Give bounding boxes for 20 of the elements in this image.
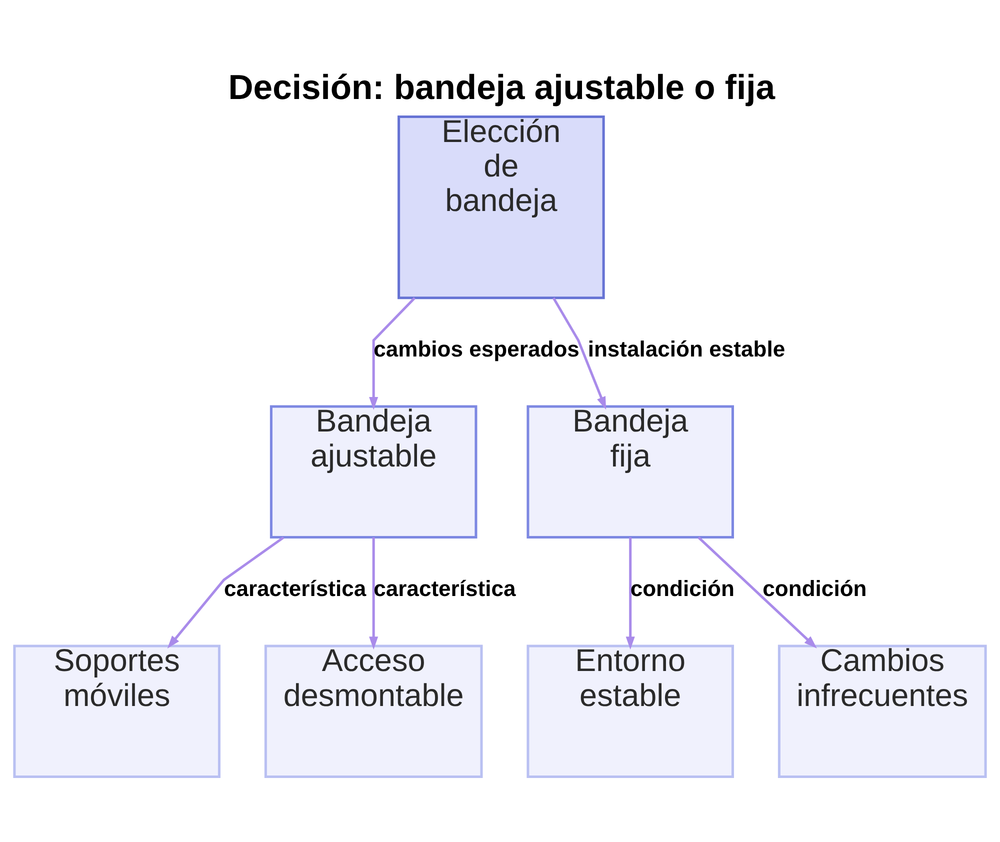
node-box: Bandeja fija: [526, 404, 734, 538]
edge-label: condición: [630, 575, 734, 600]
node-box: Cambios infrecuentes: [778, 644, 987, 778]
edge-label: instalación estable: [588, 336, 786, 361]
node-box: Acceso desmontable: [264, 644, 483, 778]
node-box: Entorno estable: [526, 644, 734, 778]
arrow: [167, 536, 284, 648]
edge-label: característica: [224, 575, 366, 600]
edge-label: cambios esperados: [374, 336, 580, 361]
arrow: [626, 536, 635, 650]
arrow: [369, 296, 416, 410]
node-box: Soportes móviles: [13, 644, 220, 778]
arrow: [698, 536, 817, 648]
arrow: [552, 296, 606, 410]
node-box: Bandeja ajustable: [270, 404, 478, 538]
edge-label: característica: [374, 575, 516, 600]
edge-label: condición: [762, 575, 867, 600]
node-box: Elección de bandeja: [398, 114, 605, 299]
arrow: [369, 536, 378, 650]
diagram-title: Decisión: bandeja ajustable o fija: [228, 68, 775, 106]
